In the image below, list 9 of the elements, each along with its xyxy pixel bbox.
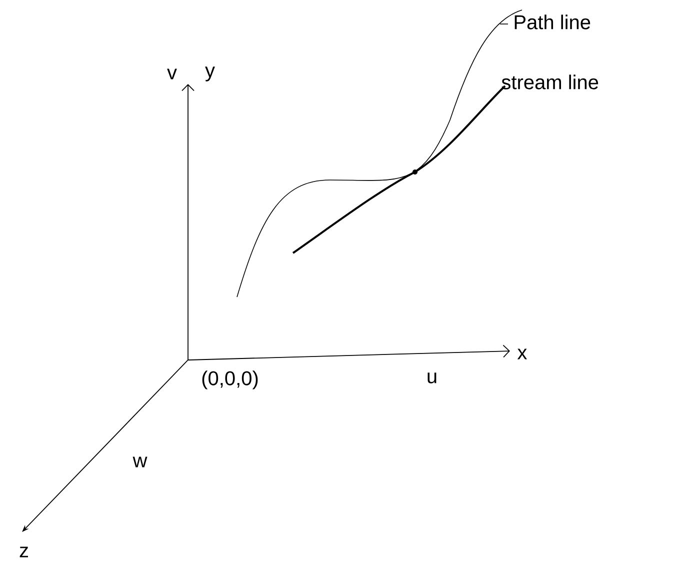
axis-label: (0,0,0) — [202, 370, 258, 390]
axis-label: stream line — [502, 74, 598, 90]
axis-label: y — [205, 66, 215, 82]
axis-label: w — [132, 456, 148, 468]
axis-label: z — [20, 546, 28, 558]
axis-label: v — [167, 68, 177, 80]
axis-label: u — [428, 372, 436, 384]
axis-label: x — [517, 348, 527, 360]
curve-label: Path line — [500, 14, 590, 30]
